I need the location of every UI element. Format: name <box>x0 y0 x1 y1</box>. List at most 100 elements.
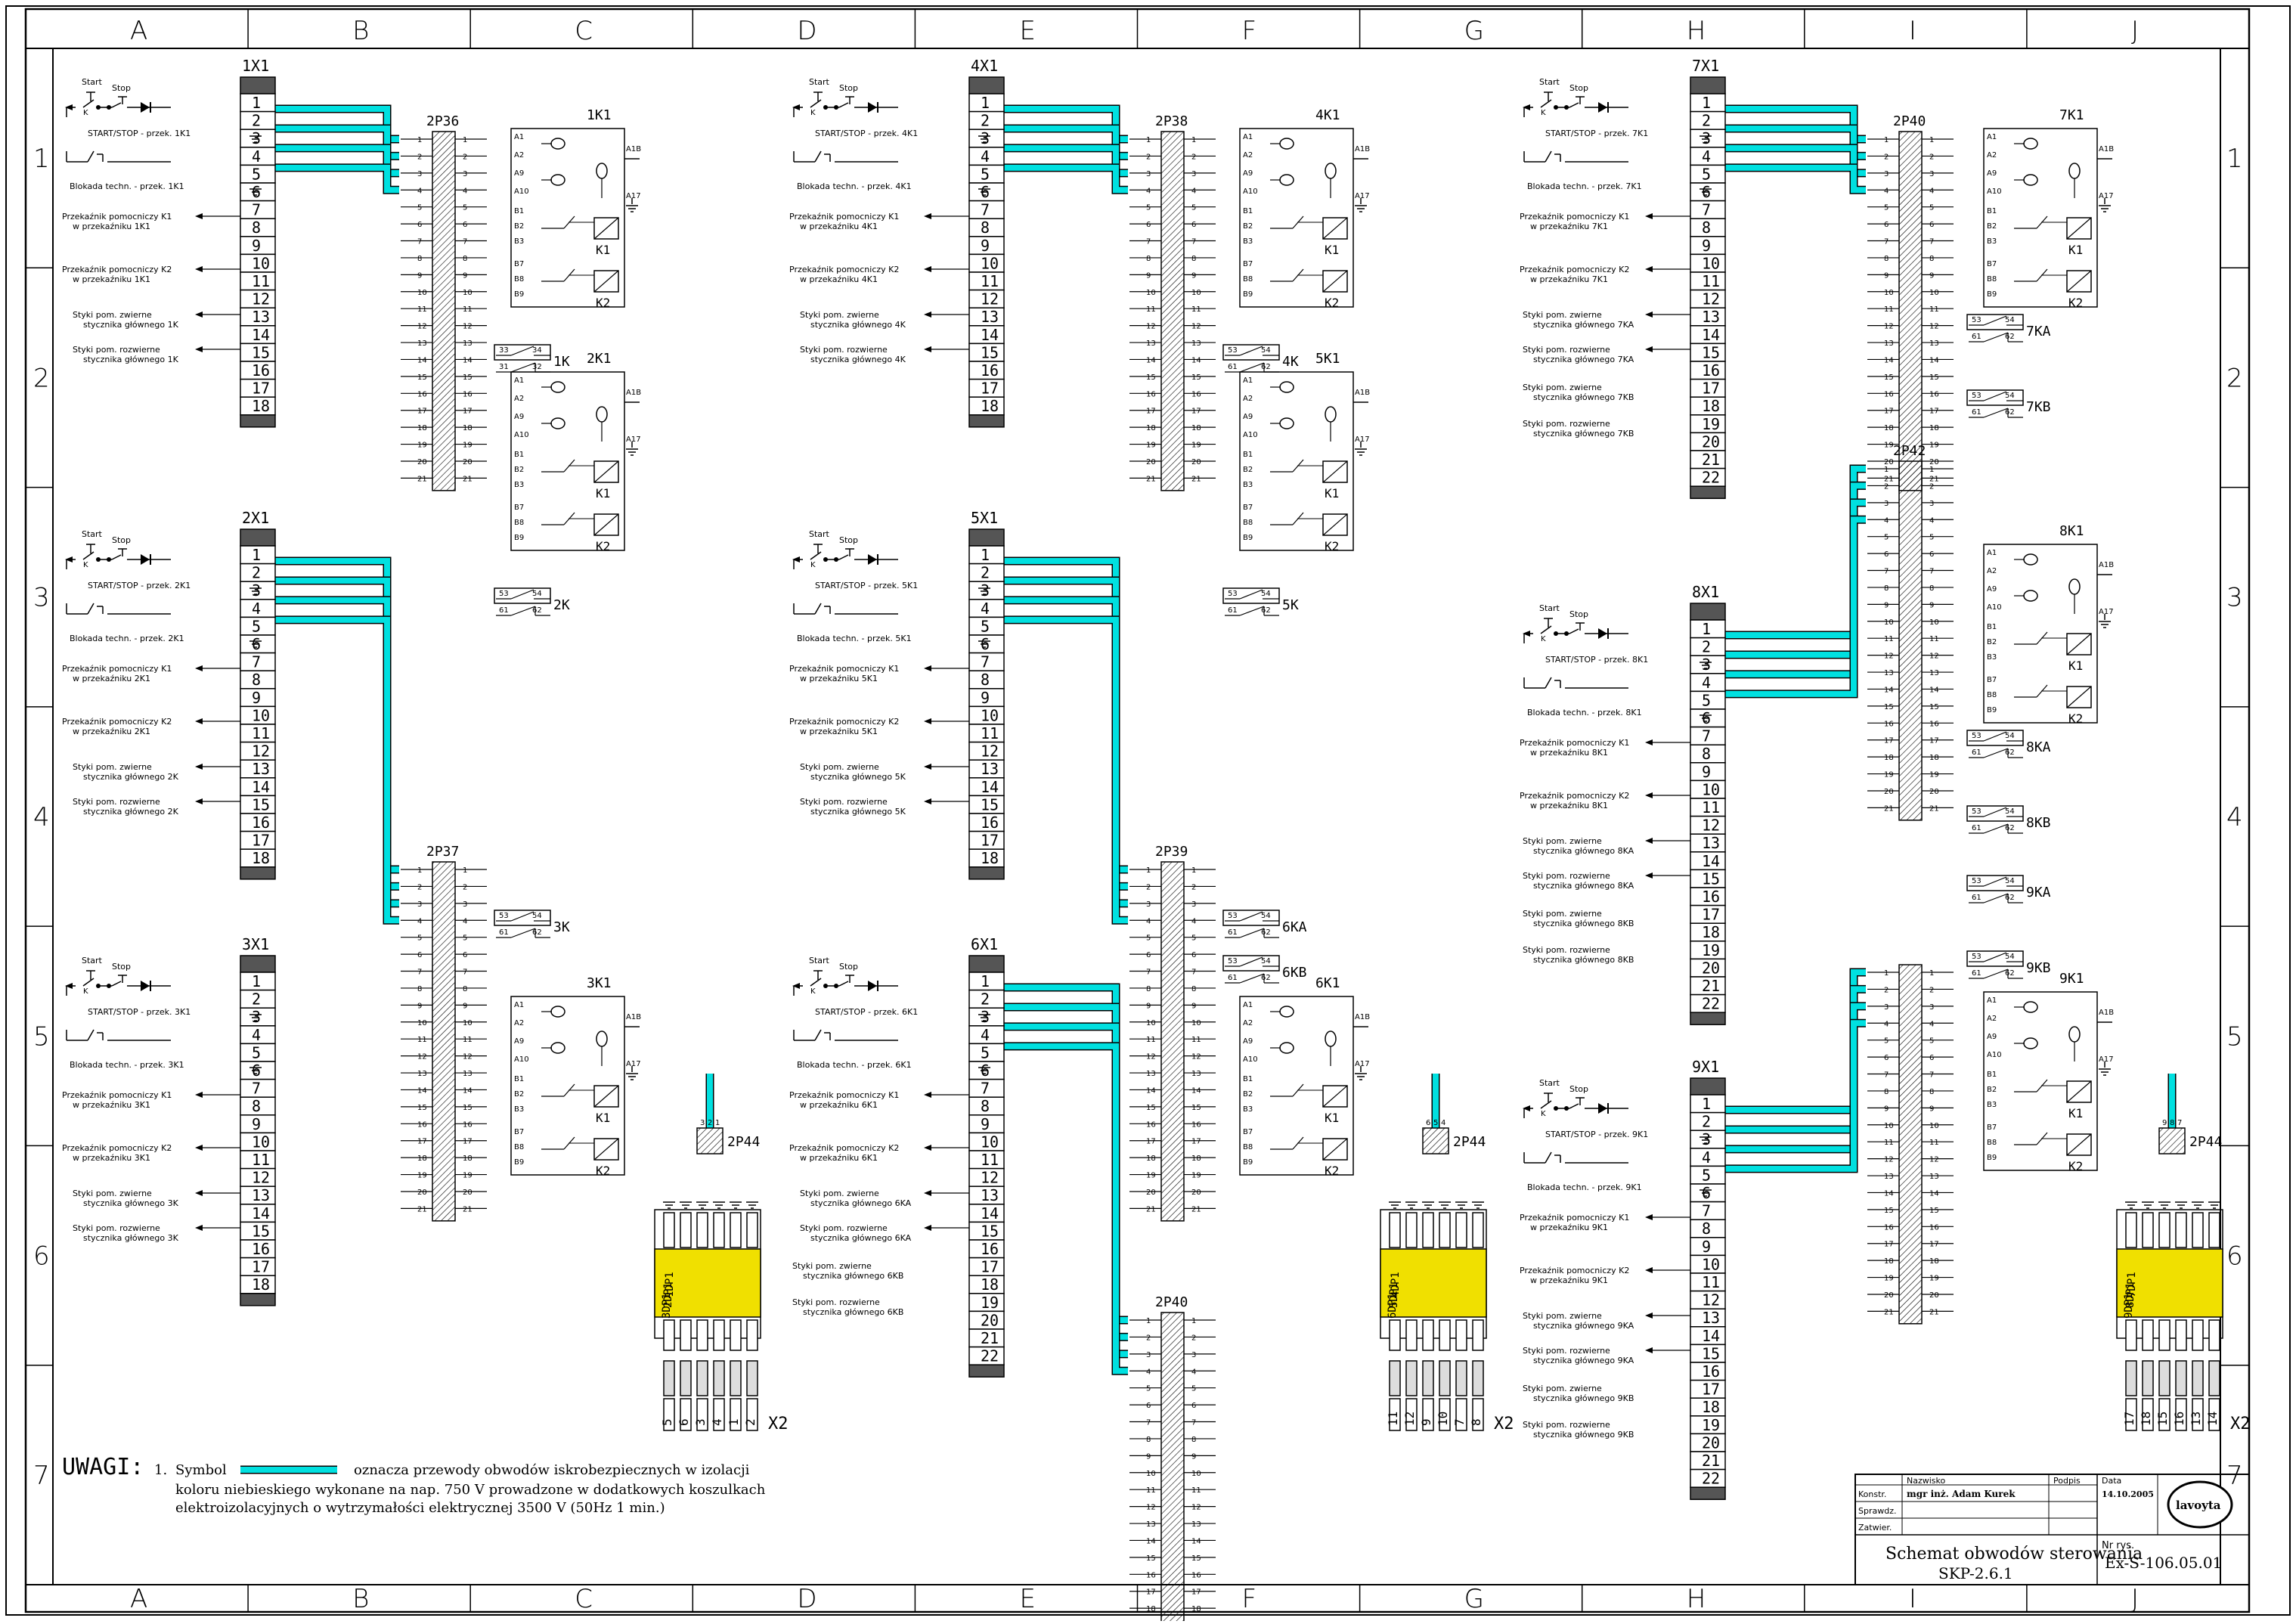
terminal-number: 2 <box>981 112 990 130</box>
pin-number: 18 <box>1191 1154 1201 1163</box>
switch-blade <box>810 551 822 560</box>
pin-number: 20 <box>1929 458 1939 466</box>
terminal-number: 5 <box>252 617 261 635</box>
terminal-number: 12 <box>1702 290 1720 308</box>
k2-caption: Przekaźnik pomocniczy K2w przekaźniku 2K… <box>62 717 172 736</box>
k2-caption-line1: Przekaźnik pomocniczy K2 <box>62 1143 172 1153</box>
arrow-left-icon <box>924 311 931 318</box>
nc-contacts-caption-line1: Styki pom. rozwierne <box>73 1223 160 1233</box>
terminal-number: 18 <box>981 397 999 415</box>
nc-contacts-caption-line1: Styki pom. rozwierne <box>1523 871 1610 881</box>
terminal-number: 13 <box>1702 834 1720 852</box>
barrier-yellow-band <box>1380 1248 1487 1318</box>
ground-symbol <box>978 135 990 143</box>
start-stop-caption: START/STOP - przek. 3K1 <box>88 1007 191 1017</box>
k1-caption-line1: Przekaźnik pomocniczy K1 <box>62 1090 172 1100</box>
pin-number: 19 <box>463 1172 473 1180</box>
relay-coil-box <box>593 217 619 240</box>
nc-contacts-caption-line2: stycznika głównego 8KA <box>1533 881 1634 891</box>
terminal-number: 1 <box>1702 1095 1711 1113</box>
cable-run <box>1004 144 1128 178</box>
terminal-number: 13 <box>981 308 999 326</box>
column-label-c: C <box>575 1584 593 1614</box>
relay-terminal-label: B9 <box>514 534 524 542</box>
ground-symbol <box>249 188 262 196</box>
terminal-number: 14 <box>981 778 999 796</box>
ground-symbol <box>1422 1201 1434 1209</box>
pin-number: 5 <box>1191 204 1196 212</box>
pin-number: 19 <box>417 1172 427 1180</box>
pin-number: 17 <box>463 408 473 416</box>
contactor-label: 8KB <box>2026 815 2051 831</box>
cable-gland <box>2158 1127 2186 1154</box>
terminal-number: 15 <box>981 795 999 814</box>
terminal-number: 20 <box>1702 432 1720 451</box>
barrier-label: 4DP1 <box>1390 1272 1402 1297</box>
k2-label: K2 <box>596 1164 610 1178</box>
column-label-h: H <box>1687 16 1706 46</box>
pin-number: 9 <box>1929 271 1934 280</box>
relay-terminal-label: B2 <box>514 466 524 474</box>
coil-slash <box>1322 217 1348 240</box>
terminal-number: 1 <box>252 546 261 564</box>
x2-terminal <box>746 1398 758 1431</box>
k1-caption-line1: Przekaźnik pomocniczy K1 <box>789 212 899 222</box>
pin-number: 12 <box>1929 323 1939 331</box>
junction-dot <box>1564 1106 1569 1111</box>
pin-number: 12 <box>1146 323 1156 331</box>
k1-caption-line2: w przekaźniku 7K1 <box>1530 222 1608 231</box>
terminal-number: 11 <box>1702 1273 1720 1291</box>
terminal-number: 19 <box>1702 1416 1720 1434</box>
column-label-b: B <box>352 1584 369 1614</box>
strip-end-cap <box>968 76 1005 95</box>
contact-k-label: K <box>83 109 88 117</box>
row-label-3: 3 <box>2226 583 2243 613</box>
contact-box <box>1966 314 2024 330</box>
terminal-number: 9 <box>252 237 261 255</box>
stop-label: Stop <box>1569 609 1588 619</box>
switch-blade <box>82 99 95 108</box>
tb-row-zatwierdz: Zatwier. <box>1858 1523 1892 1533</box>
pin-number: 11 <box>1929 1139 1939 1147</box>
relay-terminal-label: B1 <box>514 451 524 459</box>
terminal-number: 10 <box>1702 254 1720 272</box>
ground-symbol <box>2125 1201 2137 1209</box>
contact-number: 61 <box>1228 363 1238 371</box>
coil-icon <box>1279 381 1294 393</box>
x2-pipe <box>2175 1360 2187 1396</box>
row-label-2: 2 <box>2226 363 2243 393</box>
k2-caption-line1: Przekaźnik pomocniczy K2 <box>789 265 899 274</box>
contact-number: 62 <box>2005 333 2015 341</box>
contact-number: 53 <box>1972 732 1982 740</box>
ground-symbol <box>696 1201 708 1209</box>
contact-blade <box>1239 973 1265 984</box>
relay-terminal-label: B9 <box>514 1158 524 1167</box>
relay-terminal-label: B3 <box>1987 653 1997 662</box>
strip-label: 3X1 <box>242 935 269 953</box>
switch-blade <box>1569 628 1579 634</box>
pin-number: 17 <box>1929 737 1939 745</box>
pin-number: 9 <box>1884 271 1889 280</box>
barrier-terminal <box>2142 1212 2154 1248</box>
contact-blade <box>1983 332 2009 342</box>
relay-coil-box <box>2066 633 2092 655</box>
contact-number: 61 <box>499 928 509 937</box>
pin-number: 11 <box>1929 305 1939 314</box>
no2-contacts-caption-line1: Styki pom. zwierne <box>1523 909 1602 919</box>
k2-caption-line1: Przekaźnik pomocniczy K2 <box>1520 1266 1629 1275</box>
terminal-number: 2 <box>1702 638 1711 656</box>
row-label-6: 6 <box>2226 1241 2243 1272</box>
terminal-number: 18 <box>252 1275 270 1294</box>
x2-terminal-number: 9 <box>1419 1418 1433 1426</box>
relay-body <box>1239 996 1354 1176</box>
start-stop-caption: START/STOP - przek. 4K1 <box>815 129 918 138</box>
contact-k-label: K <box>810 561 816 569</box>
connector-body <box>1898 131 1923 491</box>
arrow-left-icon <box>1645 838 1653 844</box>
k2-label: K2 <box>1325 1164 1339 1178</box>
row-label-5: 5 <box>2226 1021 2243 1052</box>
pin-number: 19 <box>417 442 427 450</box>
